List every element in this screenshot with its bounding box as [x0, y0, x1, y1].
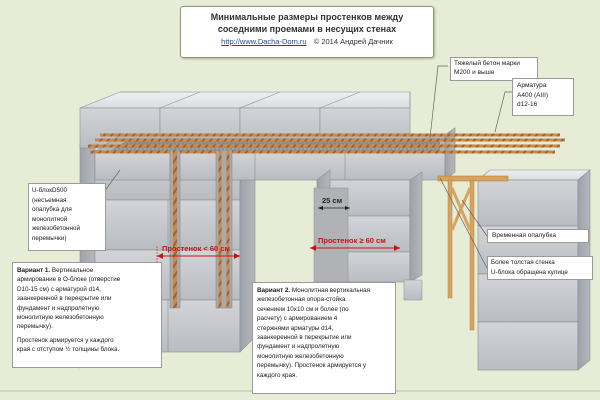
variant1-line1: Вариант 1. Вертикальное — [17, 266, 157, 275]
vertical-rebar-left — [169, 149, 233, 309]
callout-concrete-line1: Тяжелый бетон марки — [454, 60, 520, 67]
callout-formwork: Временная опалубка — [487, 229, 589, 243]
variant1-l9: края с отступом ½ толщины блока. — [17, 346, 120, 354]
variant2-line1: Вариант 2. Монолитная вертикальная — [257, 286, 391, 295]
variant1-l2: армирование в О-блоке (отверстие — [17, 276, 121, 284]
copyright: © 2014 Андрей Дачник — [313, 37, 393, 46]
site-link[interactable]: http://www.Dacha-Dom.ru — [221, 37, 307, 46]
callout-rebar-line1: Арматура — [517, 82, 547, 89]
width-25-label: 25 см — [322, 196, 343, 205]
variant2-l6: заанкеренной в перекрытие или — [257, 334, 352, 342]
callout-ublock-line5: железобетонной — [32, 225, 80, 232]
variant2-l1: Монолитная вертикальная — [291, 287, 371, 294]
leader-lines — [95, 65, 512, 269]
dimension-lines — [156, 206, 400, 270]
variant1-l3: D10-15 см) с арматурой d14, — [17, 285, 101, 293]
title-line-1: Минимальные размеры простенков между — [210, 12, 404, 22]
pier-small-label: Простенок < 60 см — [162, 244, 231, 253]
callout-thick-wall: Более толстая стенка U-блока обращена ку… — [487, 256, 593, 280]
callout-rebar: Арматура А400 (АIII) d12-16 — [512, 78, 574, 116]
middle-pier-blocks — [313, 169, 423, 301]
variant2-l2: железобетонная опора-стойка — [257, 296, 346, 304]
callout-variant-1: Вариант 1. Вертикальное армирование в О-… — [12, 262, 162, 368]
variant2-l10: каждого края. — [257, 371, 298, 379]
variant2-l8: монолитную железобетонную — [257, 352, 344, 360]
callout-rebar-line3: d12-16 — [517, 101, 538, 108]
title-line-2: соседними проемами в несущих стенах — [217, 24, 397, 34]
callout-concrete-line2: М200 и выше — [454, 69, 495, 76]
variant1-l4: заанкеренной в перекрытие или — [17, 295, 112, 303]
variant2-l4: расчету) с армированием 4 — [257, 315, 338, 323]
callout-thick-wall-line1: Более толстая стенка — [491, 259, 555, 266]
variant1-l5: фундамент и надпролетную — [17, 304, 100, 312]
title-card: Минимальные размеры простенков между сос… — [180, 6, 434, 58]
callout-formwork-text: Временная опалубка — [492, 232, 556, 239]
callout-ublock-line4: монолитной — [32, 215, 68, 223]
variant2-l5: стержнями арматуры d14, — [257, 324, 334, 332]
variant1-l7: перемычку). — [17, 323, 53, 331]
pier-large-label: Простенок ≥ 60 см — [318, 236, 386, 245]
callout-u-block: U-блокD500 (несъемная опалубка для монол… — [28, 183, 106, 251]
temporary-formwork — [437, 175, 509, 331]
title-credit: http://www.Dacha-Dom.ru © 2014 Андрей Да… — [181, 37, 433, 47]
callout-ublock-line3: опалубка для — [32, 206, 72, 213]
variant2-l3: сечением 10х10 см и более (по — [257, 305, 349, 313]
variant2-l9: перемычку). Простенок армируется у — [257, 362, 367, 370]
callout-thick-wall-line2: U-блока обращена кулице — [491, 268, 568, 276]
callout-rebar-line2: А400 (АIII) — [517, 91, 549, 99]
variant2-l7: фундамент и надпролетную — [257, 343, 340, 351]
variant2-heading: Вариант 2. — [257, 287, 291, 294]
variant1-l6: монолитную железобетонную — [17, 314, 104, 322]
callout-variant-2: Вариант 2. Монолитная вертикальная желез… — [252, 282, 396, 394]
variant1-l1: Вертикальное — [51, 267, 94, 274]
variant1-heading: Вариант 1. — [17, 267, 51, 274]
callout-ublock-line2: (несъемная — [32, 196, 67, 204]
u-block-lintel — [88, 127, 565, 181]
callout-ublock-line1: U-блокD500 — [32, 187, 68, 194]
callout-concrete: Тяжелый бетон марки М200 и выше — [450, 57, 538, 81]
variant1-l8: Простенок армируется у каждого — [17, 336, 114, 344]
callout-ublock-line6: перемычки) — [32, 234, 67, 242]
